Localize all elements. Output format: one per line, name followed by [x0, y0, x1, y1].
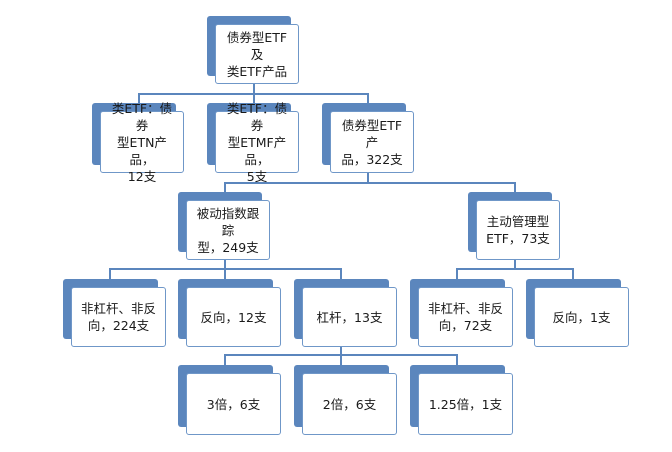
node-passive: 被动指数跟踪 型，249支: [178, 192, 270, 260]
node-passive-leveraged-label: 杠杆，13支: [302, 287, 397, 347]
connector: [572, 268, 574, 279]
node-root-label: 债券型ETF及 类ETF产品: [215, 24, 299, 84]
connector: [224, 182, 515, 184]
node-active-label: 主动管理型 ETF，73支: [476, 200, 560, 260]
connector: [514, 259, 516, 269]
node-active-nonlev-label: 非杠杆、非反 向，72支: [418, 287, 513, 347]
connector: [138, 93, 140, 103]
connector: [253, 83, 255, 94]
node-passive-nonlev: 非杠杆、非反 向，224支: [63, 279, 166, 347]
node-bond-etf: 债券型ETF产 品，322支: [322, 103, 414, 173]
node-lev-3x-label: 3倍，6支: [186, 373, 281, 435]
node-active-inverse-label: 反向，1支: [534, 287, 629, 347]
connector: [367, 173, 369, 183]
node-etmf: 类ETF：债券 型ETMF产品， 5支: [207, 101, 299, 184]
node-passive-nonlev-label: 非杠杆、非反 向，224支: [71, 287, 166, 347]
connector: [224, 268, 226, 279]
connector: [367, 93, 369, 103]
node-root: 债券型ETF及 类ETF产品: [207, 16, 299, 84]
node-lev-2x: 2倍，6支: [294, 365, 397, 435]
connector: [456, 354, 458, 365]
node-passive-label: 被动指数跟踪 型，249支: [186, 200, 270, 260]
connector: [253, 93, 255, 103]
connector: [340, 346, 342, 355]
node-active-nonlev: 非杠杆、非反 向，72支: [410, 279, 513, 347]
node-lev-125x-label: 1.25倍，1支: [418, 373, 513, 435]
connector: [224, 259, 226, 269]
connector: [224, 354, 226, 365]
connector: [224, 182, 226, 192]
connector: [456, 268, 573, 270]
connector: [514, 182, 516, 192]
node-active-inverse: 反向，1支: [526, 279, 629, 347]
node-active: 主动管理型 ETF，73支: [468, 192, 560, 260]
node-etn-label: 类ETF：债券 型ETN产品， 12支: [100, 101, 184, 184]
connector: [109, 268, 111, 279]
node-bond-etf-label: 债券型ETF产 品，322支: [330, 111, 414, 173]
connector: [340, 354, 342, 365]
node-passive-inverse-label: 反向，12支: [186, 287, 281, 347]
connector: [456, 268, 458, 279]
node-passive-leveraged: 杠杆，13支: [294, 279, 397, 347]
node-passive-inverse: 反向，12支: [178, 279, 281, 347]
node-etn: 类ETF：债券 型ETN产品， 12支: [92, 101, 184, 184]
node-etmf-label: 类ETF：债券 型ETMF产品， 5支: [215, 101, 299, 184]
node-lev-3x: 3倍，6支: [178, 365, 281, 435]
node-lev-2x-label: 2倍，6支: [302, 373, 397, 435]
node-lev-125x: 1.25倍，1支: [410, 365, 513, 435]
connector: [340, 268, 342, 279]
